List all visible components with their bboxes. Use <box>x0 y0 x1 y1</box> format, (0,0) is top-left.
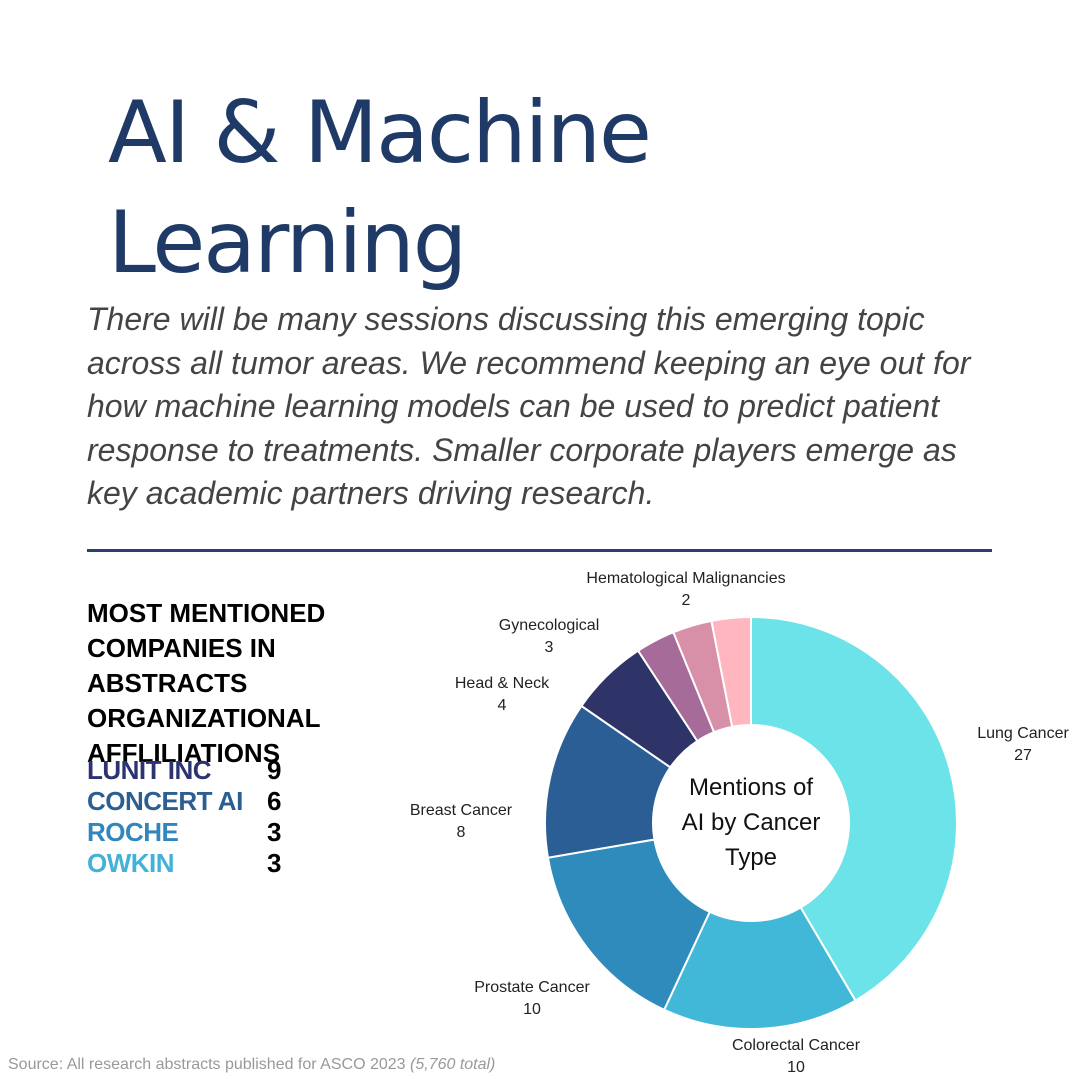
label-gynecological: Gynecological <box>499 617 600 634</box>
company-list: LUNIT INC 9 CONCERT AI 6 ROCHE 3 OWKIN 3 <box>87 755 307 879</box>
companies-heading-line-4: AFFLILIATIONS <box>87 738 281 768</box>
company-count-lunit: 9 <box>267 755 282 785</box>
page-title: AI & Machine Learning <box>108 78 868 298</box>
chart-center-line-3: Type <box>725 844 777 871</box>
label-breast-cancer: Breast Cancer <box>410 802 513 819</box>
companies-heading: MOST MENTIONED COMPANIES IN ABSTRACTS OR… <box>87 596 437 771</box>
label-prostate-cancer: Prostate Cancer <box>474 979 590 996</box>
source-text: Source: All research abstracts published… <box>8 1056 410 1073</box>
label-lung-cancer: Lung Cancer <box>977 725 1069 742</box>
label-head-neck: Head & Neck <box>455 675 550 692</box>
source-total: (5,760 total) <box>410 1056 496 1073</box>
value-gynecological: 3 <box>545 639 554 656</box>
value-colorectal-cancer: 10 <box>787 1059 805 1076</box>
intro-paragraph: There will be many sessions discussing t… <box>87 301 971 511</box>
company-row-concert-ai: CONCERT AI 6 <box>87 786 307 817</box>
donut-slices <box>544 615 958 1030</box>
value-prostate-cancer: 10 <box>523 1001 541 1018</box>
chart-center-line-1: Mentions of <box>689 774 813 801</box>
company-count-roche: 3 <box>267 817 282 847</box>
label-hematological-malignancies: Hematological Malignancies <box>586 570 785 587</box>
page-title-line-2: Learning <box>108 193 467 293</box>
company-row-lunit: LUNIT INC 9 <box>87 755 307 786</box>
slice-hematological-malignancies-b <box>710 615 752 728</box>
companies-heading-line-3: ORGANIZATIONAL <box>87 703 321 733</box>
slice-prostate-cancer <box>546 838 712 1012</box>
company-row-owkin: OWKIN 3 <box>87 848 307 879</box>
section-divider <box>87 549 992 552</box>
companies-heading-line-1: MOST MENTIONED <box>87 598 326 628</box>
value-lung-cancer: 27 <box>1014 747 1032 764</box>
chart-center-line-2: AI by Cancer <box>682 809 821 836</box>
companies-heading-line-2: COMPANIES IN ABSTRACTS <box>87 633 276 698</box>
company-name-roche: ROCHE <box>87 817 179 847</box>
label-colorectal-cancer: Colorectal Cancer <box>732 1037 861 1054</box>
company-name-lunit: LUNIT INC <box>87 755 212 785</box>
slice-lung-cancer <box>750 615 958 1002</box>
slice-colorectal-cancer <box>662 906 857 1030</box>
company-name-concert-ai: CONCERT AI <box>87 786 243 816</box>
company-count-concert-ai: 6 <box>267 786 282 816</box>
page-title-line-1: AI & Machine <box>108 83 652 183</box>
value-hematological-malignancies: 2 <box>682 592 691 609</box>
value-head-neck: 4 <box>498 697 507 714</box>
company-count-owkin: 3 <box>267 848 282 878</box>
company-name-owkin: OWKIN <box>87 848 175 878</box>
value-breast-cancer: 8 <box>457 824 466 841</box>
source-note: Source: All research abstracts published… <box>8 1056 495 1074</box>
company-row-roche: ROCHE 3 <box>87 817 307 848</box>
